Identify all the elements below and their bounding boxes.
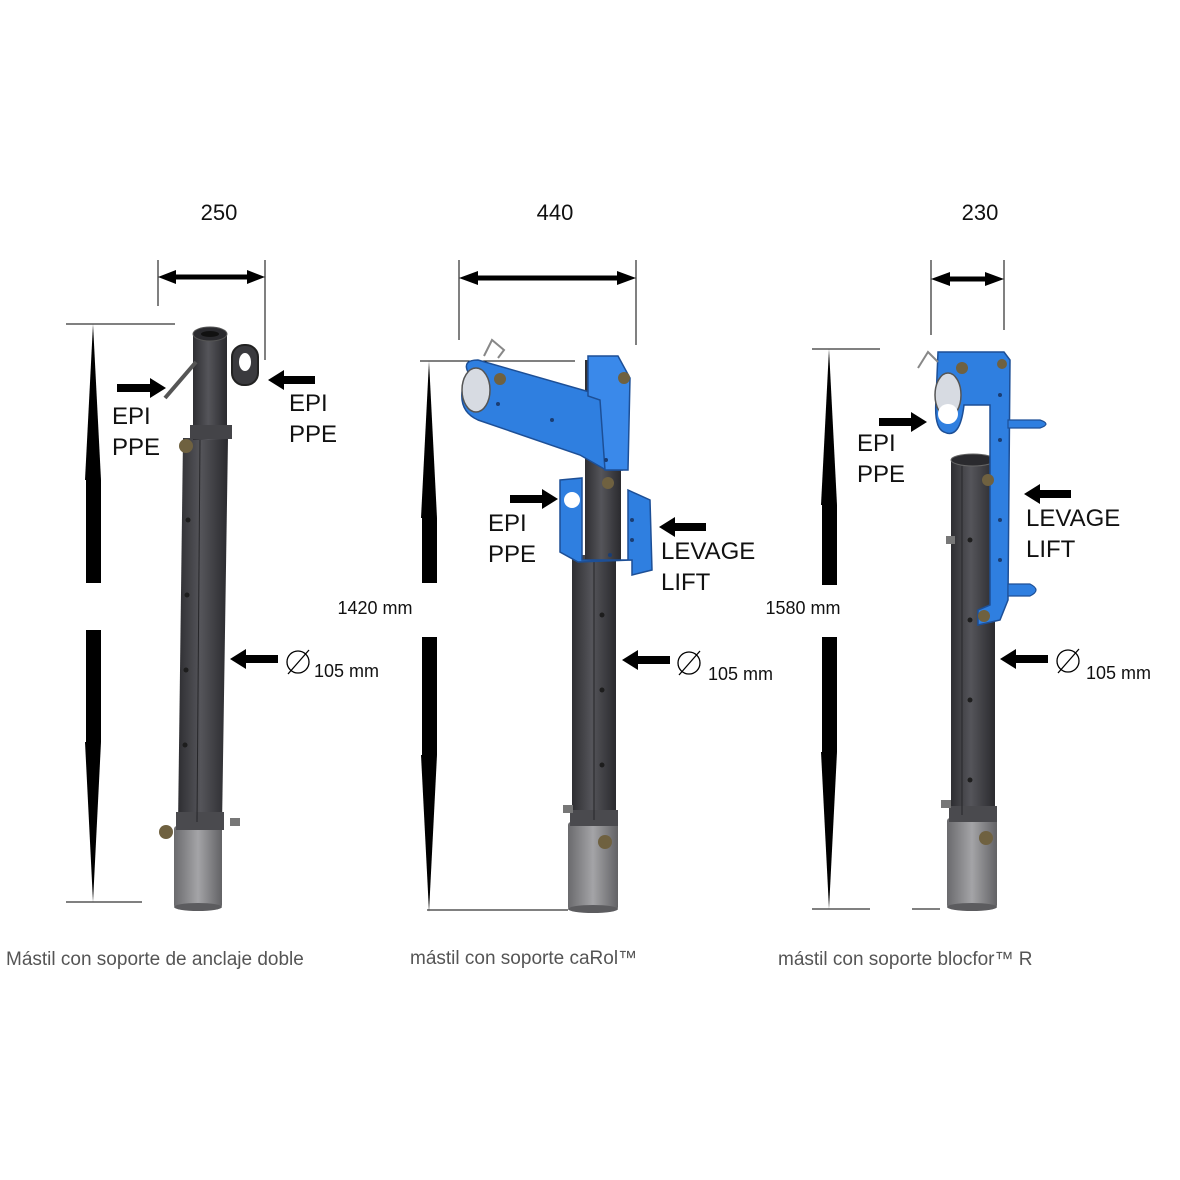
width-label-3: 230 — [962, 200, 999, 225]
lift-label: LIFT — [1026, 536, 1076, 563]
mast-carol: 440 1420 mm — [337, 200, 773, 969]
height-dimension-bar — [822, 637, 837, 752]
epi-label: EPI — [112, 403, 151, 430]
ppe-label: PPE — [112, 434, 160, 461]
width-label-1: 250 — [201, 200, 238, 225]
ppe-label-2: PPE — [289, 421, 337, 448]
lift-label: LIFT — [661, 569, 711, 596]
height-dimension-bar — [822, 505, 837, 585]
pointer-arrow-icon — [659, 517, 706, 537]
arrowhead-icon — [617, 271, 636, 285]
arrowhead-icon — [459, 271, 478, 285]
height-label-2: 1420 mm — [337, 598, 412, 618]
diameter-label: 105 mm — [1086, 663, 1151, 683]
arrowhead-icon — [158, 270, 176, 284]
pole — [941, 453, 997, 911]
caption: mástil con soporte blocfor™ R — [778, 949, 1033, 970]
diameter-icon — [1056, 648, 1080, 674]
pointer-arrow-icon — [879, 412, 927, 432]
mast-double-anchor: 250 — [6, 200, 379, 970]
epi-label-2: EPI — [289, 390, 328, 417]
caption: mástil con soporte caRol™ — [410, 948, 637, 969]
diameter-label: 105 mm — [314, 661, 379, 681]
arrowhead-icon — [247, 270, 265, 284]
pointer-arrow-icon — [268, 370, 315, 390]
arrowhead-icon — [85, 324, 101, 480]
epi-label: EPI — [857, 430, 896, 457]
arrowhead-icon — [421, 361, 437, 518]
height-dimension-bar — [86, 480, 101, 583]
carol-bracket — [461, 338, 653, 576]
pointer-arrow-icon — [230, 649, 278, 669]
height-dimension-bar — [422, 518, 437, 583]
diameter-icon — [677, 650, 701, 676]
height-dimension-bar — [422, 637, 437, 755]
arrowhead-icon — [821, 349, 837, 505]
pointer-arrow-icon — [117, 378, 166, 398]
arrowhead-icon — [421, 755, 437, 912]
arrowhead-icon — [931, 272, 950, 286]
caption: Mástil con soporte de anclaje doble — [6, 949, 304, 970]
arrowhead-icon — [821, 752, 837, 909]
levage-label: LEVAGE — [1026, 505, 1120, 532]
height-dimension-bar — [86, 630, 101, 742]
blocfor-bracket — [917, 350, 1047, 626]
arrowhead-icon — [985, 272, 1004, 286]
ppe-label: PPE — [857, 461, 905, 488]
levage-label: LEVAGE — [661, 538, 755, 565]
ppe-label: PPE — [488, 541, 536, 568]
pole — [159, 326, 259, 911]
epi-label: EPI — [488, 510, 527, 537]
diameter-icon — [286, 649, 310, 675]
pointer-arrow-icon — [510, 489, 558, 509]
width-label-2: 440 — [537, 200, 574, 225]
pointer-arrow-icon — [622, 650, 670, 670]
diameter-label: 105 mm — [708, 664, 773, 684]
mast-blocfor: 230 1580 mm — [765, 200, 1151, 970]
arrowhead-icon — [85, 742, 101, 902]
pointer-arrow-icon — [1024, 484, 1071, 504]
height-label-3: 1580 mm — [765, 598, 840, 618]
pointer-arrow-icon — [1000, 649, 1048, 669]
